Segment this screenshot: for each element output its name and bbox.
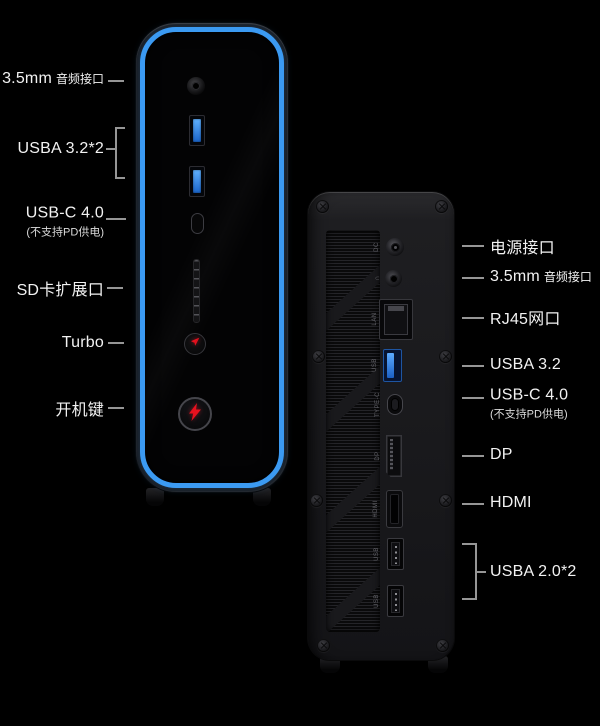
dc-port-tag: DC	[374, 242, 380, 252]
lightning-bolt-icon	[186, 402, 204, 427]
hdmi-port-tag: HDMI	[373, 500, 379, 518]
label-rear-audio: 3.5mm 音频接口	[490, 268, 592, 286]
blue-led-ring	[140, 27, 284, 488]
rear-device: DC ∩ LAN USB TYPE-C DP HDMI USB USB	[308, 192, 454, 660]
front-usb-c-port	[191, 213, 204, 234]
callout-line	[108, 407, 124, 409]
rear-usb-a-2-0-port-2	[387, 585, 404, 617]
callout-line	[108, 342, 124, 344]
label-rear-usbc-main: USB-C 4.0	[490, 386, 569, 404]
label-front-usba: USBA 3.2*2	[17, 140, 104, 157]
label-rear-audio-size: 3.5mm	[490, 268, 540, 285]
screw-icon	[310, 494, 323, 507]
rear-device-foot-right	[428, 656, 448, 673]
rear-audio-jack	[385, 270, 402, 287]
label-dc-power: 电源接口	[490, 240, 555, 257]
screw-icon	[436, 639, 449, 652]
callout-line	[462, 245, 484, 247]
label-front-audio-cn: 音频接口	[55, 72, 104, 86]
label-front-usbc-main: USB-C 4.0	[25, 204, 104, 222]
callout-line	[462, 365, 484, 367]
callout-bracket-usba20x2	[462, 543, 477, 600]
rear-device-foot-left	[320, 656, 340, 673]
label-power-key: 开机键	[55, 402, 104, 419]
callout-bracket-usba32x2	[115, 127, 125, 179]
front-audio-jack	[187, 77, 205, 95]
screw-icon	[317, 639, 330, 652]
label-front-audio: 3.5mm 音频接口	[0, 70, 104, 88]
typec-port-tag: TYPE-C	[375, 391, 381, 417]
rear-usb-a-3-2-port	[383, 349, 402, 382]
label-front-usbc: USB-C 4.0 (不支持PD供电)	[0, 205, 104, 240]
callout-line	[106, 218, 126, 220]
screw-icon	[439, 494, 452, 507]
cooling-vent	[326, 230, 380, 632]
label-turbo: Turbo	[61, 334, 104, 351]
callout-line	[462, 317, 484, 319]
front-device	[136, 23, 288, 492]
front-usb-a-port-2	[189, 166, 205, 197]
callout-line	[462, 455, 484, 457]
callout-line	[106, 148, 115, 150]
screw-icon	[316, 200, 329, 213]
dp-port-tag: DP	[375, 451, 381, 461]
rear-usb-a-2-0-port-1	[387, 538, 404, 570]
label-rj45: RJ45网口	[490, 311, 561, 328]
front-device-foot-left	[146, 488, 164, 506]
label-rear-usbc-sub: (不支持PD供电)	[490, 408, 568, 421]
label-dp: DP	[490, 446, 513, 463]
label-sd-slot: SD卡扩展口	[16, 282, 104, 299]
callout-line	[107, 287, 123, 289]
callout-line	[462, 277, 484, 279]
label-front-audio-size: 3.5mm	[2, 70, 52, 87]
front-device-foot-right	[253, 488, 271, 506]
callout-line	[462, 397, 484, 399]
label-rear-usba32: USBA 3.2	[490, 356, 561, 373]
usb32-port-tag: USB	[372, 358, 378, 372]
displayport-port	[386, 435, 402, 477]
label-rear-audio-cn: 音频接口	[543, 270, 592, 284]
turbo-button	[184, 333, 206, 355]
headphone-icon: ∩	[374, 275, 381, 281]
rj45-port	[379, 299, 413, 340]
turbo-rocket-icon	[189, 335, 202, 353]
front-face	[145, 32, 279, 483]
callout-line	[462, 503, 484, 505]
label-hdmi: HDMI	[490, 494, 532, 511]
usb20a-port-tag: USB	[374, 547, 380, 561]
usb20b-port-tag: USB	[374, 594, 380, 608]
screw-icon	[435, 200, 448, 213]
dc-power-jack	[386, 238, 404, 256]
label-front-usbc-sub: (不支持PD供电)	[26, 226, 104, 239]
lan-port-tag: LAN	[372, 312, 378, 326]
label-rear-usba20: USBA 2.0*2	[490, 563, 577, 580]
screw-icon	[439, 350, 452, 363]
hdmi-port	[386, 490, 403, 528]
sd-card-slot	[193, 259, 200, 323]
front-usb-a-port-1	[189, 115, 205, 146]
label-rear-usbc: USB-C 4.0 (不支持PD供电)	[490, 387, 568, 422]
power-button	[178, 397, 212, 431]
callout-line	[477, 571, 486, 573]
callout-line	[108, 80, 124, 82]
rear-usb-c-port	[387, 394, 403, 415]
screw-icon	[312, 350, 325, 363]
